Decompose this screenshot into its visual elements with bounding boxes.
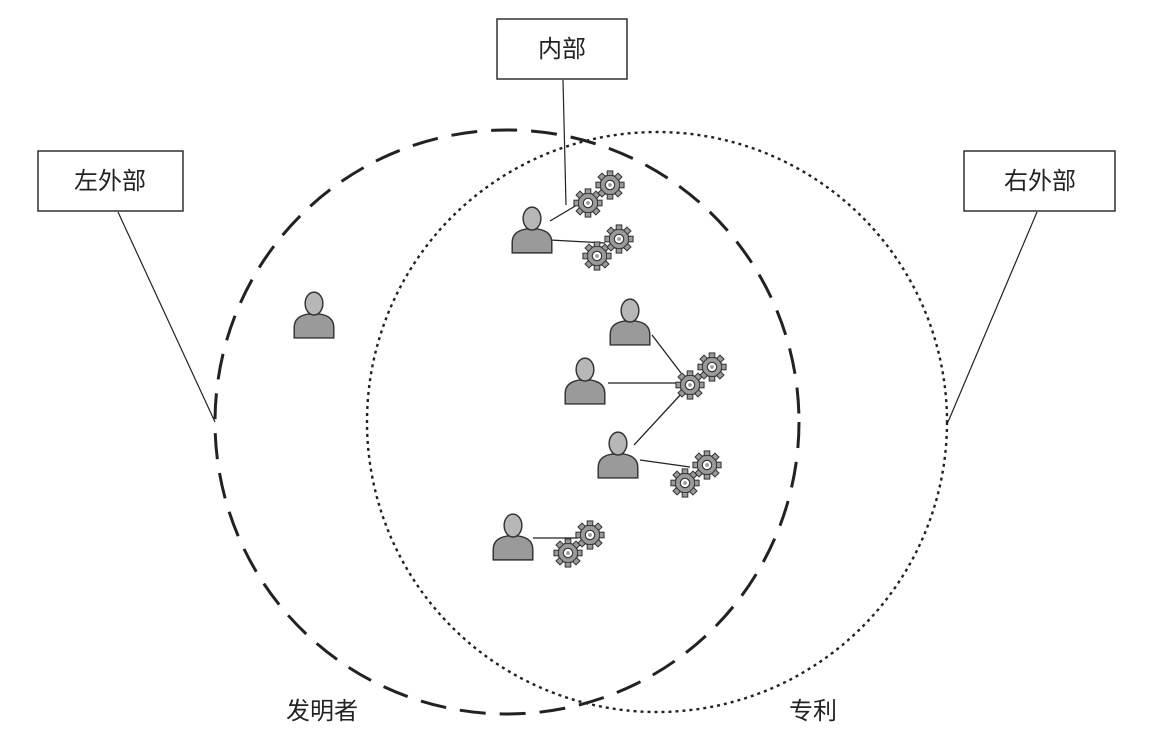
right-outer-box [963,150,1116,212]
person-icon [293,291,335,339]
link-2 [651,334,682,374]
person-icon [564,357,606,405]
person-icon [511,206,553,254]
person-icon [492,513,534,561]
left-outer-label: 左外部 [74,167,146,195]
gear-icon [595,170,625,200]
inner-label: 内部 [538,35,586,63]
inventor-set-circle [213,128,801,716]
gear-icon [697,352,727,382]
inventor-set-label: 发明者 [286,697,358,725]
gear-icon [575,520,605,550]
inner-box [496,18,628,80]
patent-set-label: 专利 [789,697,837,725]
gear-icon [604,224,634,254]
left-outer-box [37,150,184,212]
right-outer-label: 右外部 [1004,167,1076,195]
person-icon [597,431,639,479]
left-outer-leader [117,211,216,423]
inner-leader [562,79,567,206]
link-4a [633,392,683,446]
gear-icon [692,450,722,480]
patent-set-circle [365,130,949,714]
link-4b [639,459,691,468]
right-outer-leader [947,211,1038,423]
person-icon [609,298,651,346]
gear-icon [582,241,612,271]
